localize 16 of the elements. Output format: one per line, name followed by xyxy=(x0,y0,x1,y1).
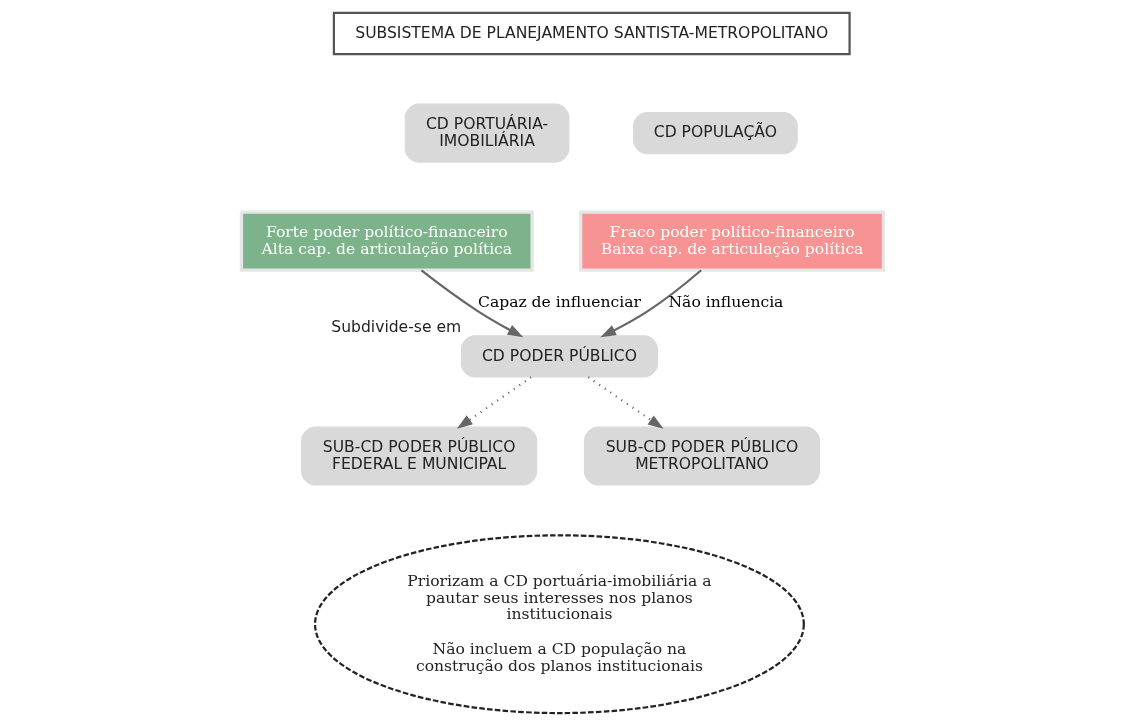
node-box: Fraco poder político-financeiro Baixa cap. de articulação política xyxy=(578,210,885,272)
arrow xyxy=(420,269,523,338)
edge-label: Não influencia xyxy=(667,293,783,312)
node-box: SUB-CD PODER PÚBLICO FEDERAL E MUNICIPAL xyxy=(300,426,537,486)
node-box: CD PODER PÚBLICO xyxy=(460,335,658,378)
node-box: CD POPULAÇÃO xyxy=(632,111,798,155)
node-box: CD PORTUÁRIA-IMOBILIÁRIA xyxy=(404,103,569,163)
node-ellipse: Priorizam a CD portuária-imobiliária a pautar seus interesses nos planos institucionais Não incluem a CD população na construção dos planos institucionais xyxy=(313,534,805,715)
node-box: Forte poder político-financeiro Alta cap. de articulação política xyxy=(239,210,534,272)
edge-label: Capaz de influenciar xyxy=(477,293,641,312)
arrow xyxy=(587,376,664,429)
arrow xyxy=(599,269,702,338)
node-box: SUB-CD PODER PÚBLICO METROPOLITANO xyxy=(583,426,820,486)
node-label: Subdivide-se em xyxy=(330,317,461,336)
arrow xyxy=(456,376,532,429)
node-box: SUBSISTEMA DE PLANEJAMENTO SANTISTA-METROPOLITANO xyxy=(332,11,851,56)
